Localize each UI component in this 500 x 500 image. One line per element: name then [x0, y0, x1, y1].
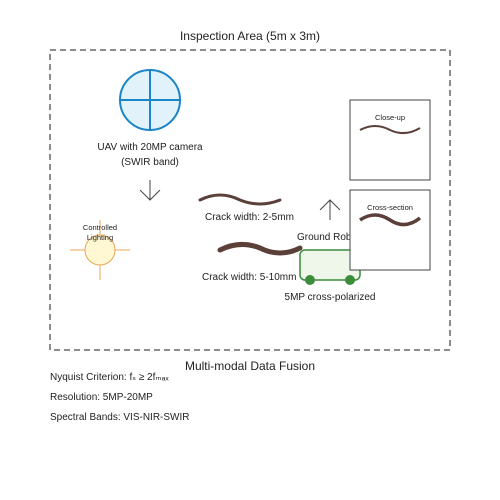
uav-drone	[119, 69, 181, 131]
spectral-note: Spectral Bands: VIS-NIR-SWIR	[50, 412, 189, 423]
robot-wheel-right	[345, 275, 355, 285]
cross-section-crack	[359, 213, 422, 227]
down-arrow-icon	[139, 180, 161, 201]
fusion-title: Multi-modal Data Fusion	[185, 359, 315, 373]
thin-crack-label: Crack width: 2-5mm	[205, 212, 294, 223]
ground-robot	[299, 249, 361, 285]
closeup-title: Close-up	[375, 113, 405, 122]
robot-label: Ground Robot	[297, 232, 360, 243]
nyquist-note: Nyquist Criterion: fₛ ≥ 2fₘₐₓ	[50, 372, 169, 383]
light-bulb-icon	[70, 220, 130, 280]
closeup-inset	[349, 99, 431, 181]
uav-label-line1: UAV with 20MP camera	[97, 142, 203, 153]
thin-crack	[198, 193, 282, 206]
robot-wheel-left	[305, 275, 315, 285]
inspection-area-boundary	[49, 49, 451, 351]
cross-section-title: Cross-section	[367, 203, 413, 212]
cross-section-inset	[349, 189, 431, 271]
up-arrow-icon	[319, 199, 341, 220]
wide-crack-label: Crack width: 5-10mm	[202, 272, 296, 283]
resolution-note: Resolution: 5MP-20MP	[50, 392, 153, 403]
wide-crack	[217, 242, 303, 256]
diagram-title: Inspection Area (5m x 3m)	[180, 29, 320, 43]
closeup-crack	[359, 125, 421, 134]
lighting-label-line1: Controlled	[83, 223, 117, 232]
uav-label-line2: (SWIR band)	[121, 157, 179, 168]
robot-camera-label: 5MP cross-polarized	[285, 292, 376, 303]
lighting-label-line2: Lighting	[87, 233, 113, 242]
